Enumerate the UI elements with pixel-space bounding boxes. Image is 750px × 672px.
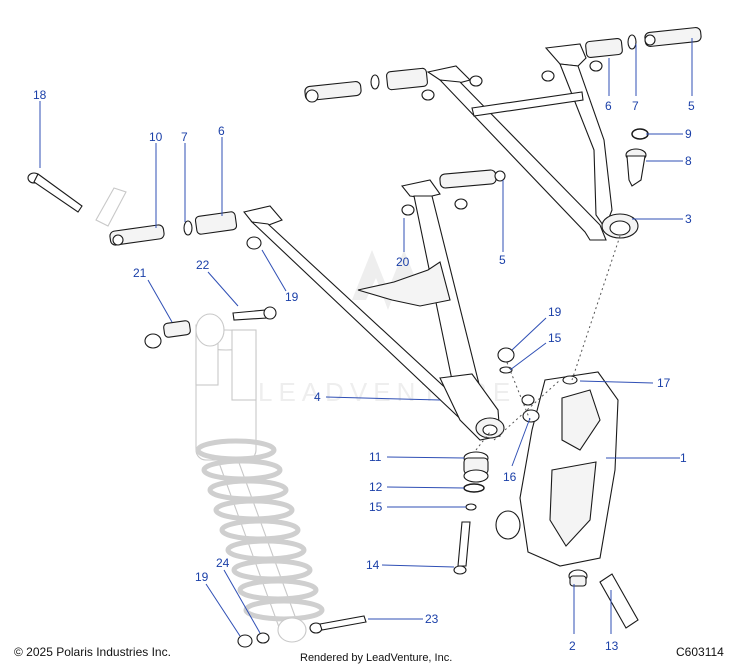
upper-nuts: [421, 60, 603, 101]
shock-bolt: [232, 306, 277, 321]
copyright-text: © 2025 Polaris Industries Inc.: [14, 645, 171, 659]
callout-13: 13: [605, 639, 619, 653]
upper-pivot-right: [585, 27, 702, 58]
callout-15: 15: [369, 500, 383, 514]
knuckle-hardware: [497, 347, 578, 423]
callout-4: 4: [314, 390, 321, 404]
pivot-bolt: [27, 172, 83, 213]
callout-19: 19: [195, 570, 209, 584]
upper-pivot-left: [304, 67, 428, 103]
callout-5: 5: [499, 253, 506, 267]
shock-mount-hardware: [237, 615, 367, 648]
lower-pin: [568, 569, 639, 629]
callout-19: 19: [285, 290, 299, 304]
diagram-id: C603114: [676, 645, 724, 659]
callout-22: 22: [196, 258, 210, 272]
lower-a-arm: [243, 179, 505, 441]
callout-14: 14: [366, 558, 380, 572]
callout-11: 11: [369, 450, 382, 464]
callout-10: 10: [149, 130, 163, 144]
callout-7: 7: [632, 99, 639, 113]
callout-9: 9: [685, 127, 692, 141]
upper-a-arm: [426, 43, 639, 241]
callout-12: 12: [369, 480, 383, 494]
callout-8: 8: [685, 154, 692, 168]
callout-16: 16: [503, 470, 517, 484]
callout-3: 3: [685, 212, 692, 226]
callout-18: 18: [33, 88, 47, 102]
leader-lines: [39, 38, 693, 637]
knuckle-bushing: [463, 451, 489, 511]
knuckle-bolt: [453, 521, 471, 575]
ball-joint: [625, 148, 647, 187]
callout-17: 17: [657, 376, 671, 390]
callout-21: 21: [133, 266, 147, 280]
ghost-bolt: [95, 187, 127, 227]
callout-6: 6: [218, 124, 225, 138]
callout-19: 19: [548, 305, 562, 319]
lower-pivot-right: [439, 169, 506, 189]
callout-23: 23: [425, 612, 439, 626]
callout-7: 7: [181, 130, 188, 144]
ball-joint-retaining-ring: [631, 128, 649, 140]
callout-6: 6: [605, 99, 612, 113]
shock-bushing: [144, 320, 191, 349]
rendered-by-text: Rendered by LeadVenture, Inc.: [300, 652, 453, 664]
callout-labels: 18 10 7 6 6 7 5 9 8 3 20 5 21 22 19 19 1…: [33, 88, 695, 653]
steering-knuckle: [495, 371, 619, 567]
callout-20: 20: [396, 255, 410, 269]
lower-pivot-left: [109, 211, 238, 246]
callout-2: 2: [569, 639, 576, 653]
callout-24: 24: [216, 556, 230, 570]
callout-1: 1: [680, 451, 687, 465]
callout-5: 5: [688, 99, 695, 113]
shock-absorber: [195, 313, 325, 643]
lower-nuts: [246, 198, 468, 250]
alignment-lines: [475, 235, 621, 451]
callout-15: 15: [548, 331, 562, 345]
